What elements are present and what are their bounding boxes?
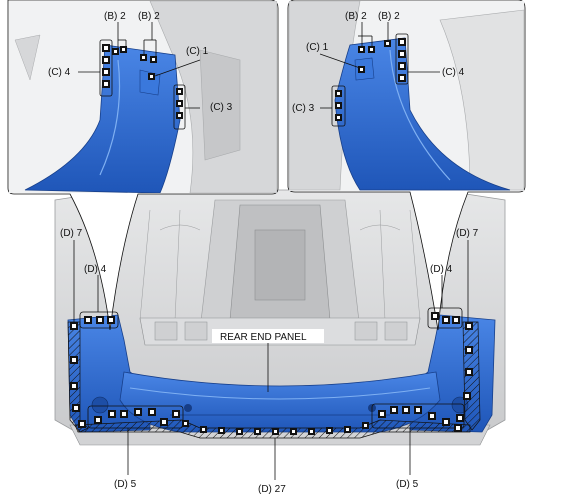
weld-group-bottom-d27: [182, 420, 369, 435]
leader-lines: [73, 22, 469, 480]
weld-group-right-c3: [331, 85, 346, 127]
label-left-c1: (C) 1: [186, 46, 209, 57]
label-right-d7: (D) 7: [456, 228, 479, 239]
weld-group-lower-right-d7: [456, 322, 473, 422]
weld-group-left-b2: [112, 46, 157, 63]
label-right-d4: (D) 4: [430, 264, 453, 275]
right-detail-callout: [287, 0, 526, 331]
label-right-c4: (C) 4: [442, 67, 465, 78]
panel-name-tag: REAR END PANEL: [212, 329, 324, 343]
label-right-c1: (C) 1: [306, 42, 329, 53]
label-right-d5: (D) 5: [396, 479, 419, 490]
label-left-b2-a: (B) 2: [104, 11, 126, 22]
label-left-c4: (C) 4: [48, 67, 71, 78]
weld-group-left-c3: [173, 84, 186, 130]
label-left-d5: (D) 5: [114, 479, 137, 490]
label-right-b2-a: (B) 2: [345, 11, 367, 22]
weld-group-lower-right-d5: [371, 403, 465, 432]
label-right-c3: (C) 3: [292, 103, 315, 114]
weld-group-right-c4: [395, 33, 409, 85]
labels: (B) 2 (B) 2 (C) 4 (C) 1 (C) 3 (B) 2 (B) …: [48, 11, 479, 495]
label-left-d7: (D) 7: [60, 228, 83, 239]
left-detail-callout: [7, 0, 279, 331]
label-left-d4: (D) 4: [84, 264, 107, 275]
weld-group-left-c4: [99, 39, 113, 97]
weld-points: [70, 33, 473, 435]
label-left-b2-b: (B) 2: [138, 11, 160, 22]
label-left-c3: (C) 3: [210, 102, 233, 113]
weld-group-lower-left-d4: [79, 311, 119, 329]
weld-group-lower-left-d5: [87, 405, 184, 429]
label-rear-end-panel: REAR END PANEL: [220, 332, 307, 343]
label-bottom-d27: (D) 27: [258, 484, 286, 495]
label-right-b2-b: (B) 2: [378, 11, 400, 22]
weld-group-lower-left-d7: [70, 322, 86, 428]
weld-group-right-b2: [358, 40, 391, 53]
weld-group-lower-right-d4: [427, 307, 463, 329]
